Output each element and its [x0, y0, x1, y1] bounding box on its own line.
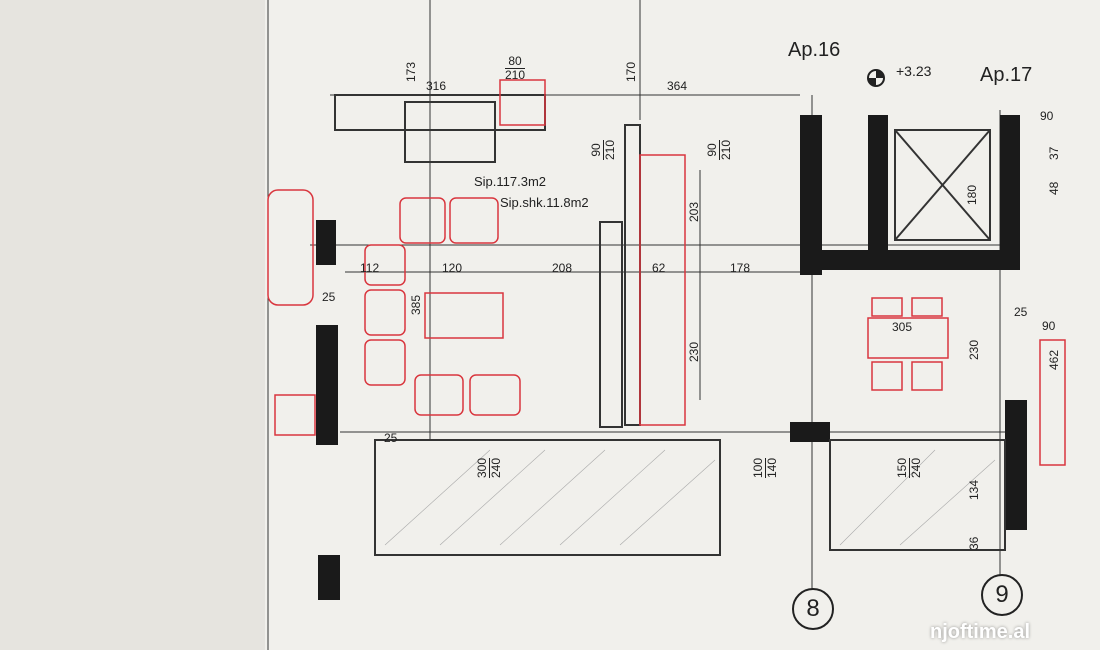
opening-width: 90	[705, 139, 720, 160]
opening-height: 210	[603, 139, 617, 160]
dimension: 178	[730, 261, 751, 275]
dimension: 230	[687, 341, 701, 362]
opening-height: 240	[489, 457, 503, 478]
grid-axis-8: 8	[792, 588, 834, 630]
dimension: 25	[1014, 305, 1028, 319]
partitions	[334, 94, 1006, 556]
apartment-17-label: Ap.17	[980, 64, 1033, 86]
dimension: 62	[652, 261, 666, 275]
dimension: 112	[360, 261, 380, 275]
dimension: 36	[967, 536, 981, 550]
opening-width: 150	[895, 457, 910, 478]
terrace-area-label: Sip.shk.11.8m2	[500, 195, 589, 210]
dimension: 230	[967, 339, 981, 360]
dimension: 462	[1047, 349, 1061, 370]
dimension: 120	[442, 261, 463, 275]
grid-axis-9: 9	[981, 574, 1023, 616]
terrace-hatch	[384, 449, 996, 546]
dimension: 25	[322, 290, 336, 304]
opening-width: 300	[475, 457, 490, 478]
apartment-16-label: Ap.16	[788, 39, 841, 61]
level-label: +3.23	[896, 63, 932, 79]
opening-height: 210	[719, 139, 733, 160]
dimension: 173	[404, 61, 418, 82]
dimension: 203	[687, 201, 701, 222]
dimension: 316	[426, 79, 447, 93]
opening-width: 100	[751, 457, 766, 478]
level-marker-icon	[867, 69, 885, 87]
walls	[316, 115, 1027, 600]
dimension: 90	[1042, 319, 1056, 333]
opening-height: 240	[909, 457, 923, 478]
opening-width: 90	[589, 139, 604, 160]
dimension: 170	[624, 61, 638, 82]
furniture	[267, 79, 1066, 466]
opening-height: 140	[765, 457, 779, 478]
dimension: 37	[1047, 146, 1061, 160]
dimension: 48	[1047, 181, 1061, 195]
dimension: 364	[667, 79, 688, 93]
dimension: 90	[1040, 109, 1054, 123]
dimension: 385	[409, 294, 423, 315]
opening-width: 80	[505, 55, 526, 69]
dimension: 180	[965, 184, 979, 205]
watermark: njoftime.al	[930, 621, 1031, 643]
dimension: 134	[967, 479, 981, 500]
opening-height: 210	[505, 68, 526, 82]
dimension: 208	[552, 261, 573, 275]
area-label: Sip.117.3m2	[474, 174, 547, 189]
dimension: 305	[892, 320, 913, 334]
dimension: 25	[384, 431, 398, 445]
